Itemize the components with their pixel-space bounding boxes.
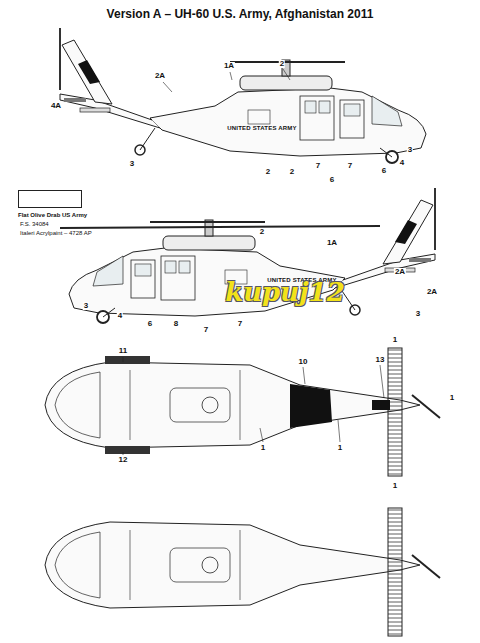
callout-number: 7 bbox=[237, 320, 243, 328]
callout-number: 2 bbox=[279, 60, 285, 68]
callout-number: 3 bbox=[415, 310, 421, 318]
callout-number: 7 bbox=[347, 162, 353, 170]
callout-number: 7 bbox=[315, 162, 321, 170]
callout-number: 1 bbox=[337, 444, 343, 452]
callout-number: 2 bbox=[265, 168, 271, 176]
callout-number: 8 bbox=[173, 320, 179, 328]
callout-number: 12 bbox=[118, 456, 129, 464]
watermark: kupuj12 bbox=[225, 279, 345, 305]
paint-reference: Italeri Acrylpaint – 4728 AP bbox=[20, 230, 92, 236]
callout-number: 1A bbox=[326, 239, 338, 247]
callout-number: 6 bbox=[381, 167, 387, 175]
callout-number: 1 bbox=[260, 444, 266, 452]
legend-text: Flat Olive Drab US Army bbox=[18, 212, 87, 218]
callout-number: 7 bbox=[203, 326, 209, 334]
fuselage-marking: UNITED STATES ARMY bbox=[227, 125, 297, 131]
callout-number: 1 bbox=[449, 394, 455, 402]
callout-number: 1A bbox=[223, 62, 235, 70]
paint-reference: F.S. 34084 bbox=[20, 221, 49, 227]
callout-number: 2A bbox=[394, 268, 406, 276]
callout-number: 1 bbox=[392, 336, 398, 344]
paint-legend: Flat Olive Drab US Army bbox=[18, 190, 87, 218]
callout-number: 2 bbox=[259, 228, 265, 236]
callout-number: 3 bbox=[407, 146, 413, 154]
callout-number: 4A bbox=[50, 102, 62, 110]
callout-number: 2A bbox=[426, 288, 438, 296]
callout-number: 10 bbox=[298, 358, 309, 366]
callout-number: 2 bbox=[289, 168, 295, 176]
color-swatch bbox=[18, 190, 82, 208]
callout-number: 3 bbox=[129, 160, 135, 168]
callout-number: 3 bbox=[83, 302, 89, 310]
callout-number: 4 bbox=[117, 312, 123, 320]
callout-number: 11 bbox=[118, 347, 128, 355]
callout-number: 1 bbox=[392, 482, 398, 490]
callout-number: 13 bbox=[375, 356, 386, 364]
sheet-title: Version A – UH-60 U.S. Army, Afghanistan… bbox=[0, 7, 480, 21]
callout-number: 4 bbox=[399, 159, 405, 167]
callout-number: 2A bbox=[154, 72, 166, 80]
callout-number: 6 bbox=[329, 176, 335, 184]
callout-number: 6 bbox=[147, 320, 153, 328]
